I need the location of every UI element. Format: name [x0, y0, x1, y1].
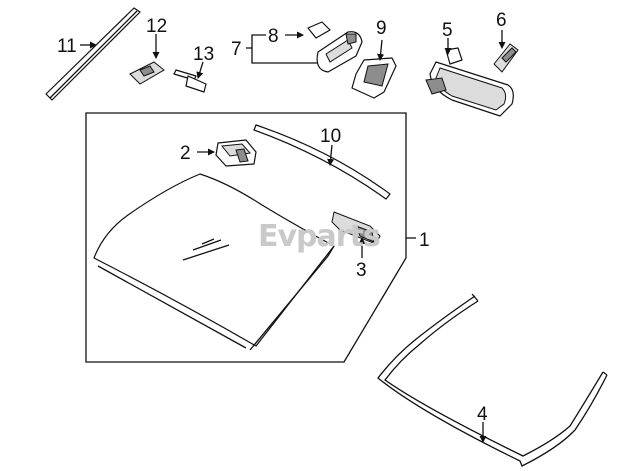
- leader-9: [377, 39, 385, 61]
- callout-10: 10: [320, 126, 341, 147]
- leader-7: [246, 34, 318, 64]
- callout-8: 8: [268, 26, 279, 47]
- sensor-cover: [351, 57, 397, 99]
- windshield-glass: [93, 173, 335, 351]
- watermark-text: Evparts: [258, 219, 380, 254]
- leader-13: [196, 61, 204, 79]
- callout-3: 3: [356, 260, 367, 281]
- label-tag: [307, 21, 331, 39]
- side-molding-strip: [45, 7, 141, 101]
- callout-11: 11: [57, 36, 77, 57]
- callout-13: 13: [193, 44, 214, 65]
- callout-6: 6: [496, 10, 507, 31]
- mirror-cover-clip: [493, 43, 519, 73]
- callout-2: 2: [180, 143, 191, 164]
- sensor-bracket: [331, 211, 381, 245]
- leader-10: [327, 144, 335, 166]
- callout-7: 7: [231, 39, 242, 60]
- assembly-box: [85, 112, 407, 363]
- weatherstrip: [377, 293, 608, 467]
- callout-5: 5: [442, 20, 453, 41]
- molding-clip: [129, 61, 165, 85]
- callout-4: 4: [477, 404, 488, 425]
- callout-9: 9: [376, 18, 387, 39]
- fastener-stud: [173, 69, 207, 93]
- callout-1: 1: [419, 230, 430, 251]
- mirror-bracket: [215, 139, 257, 167]
- remote-key-fob: [316, 31, 363, 73]
- upper-molding: [253, 124, 391, 200]
- callout-12: 12: [146, 16, 167, 37]
